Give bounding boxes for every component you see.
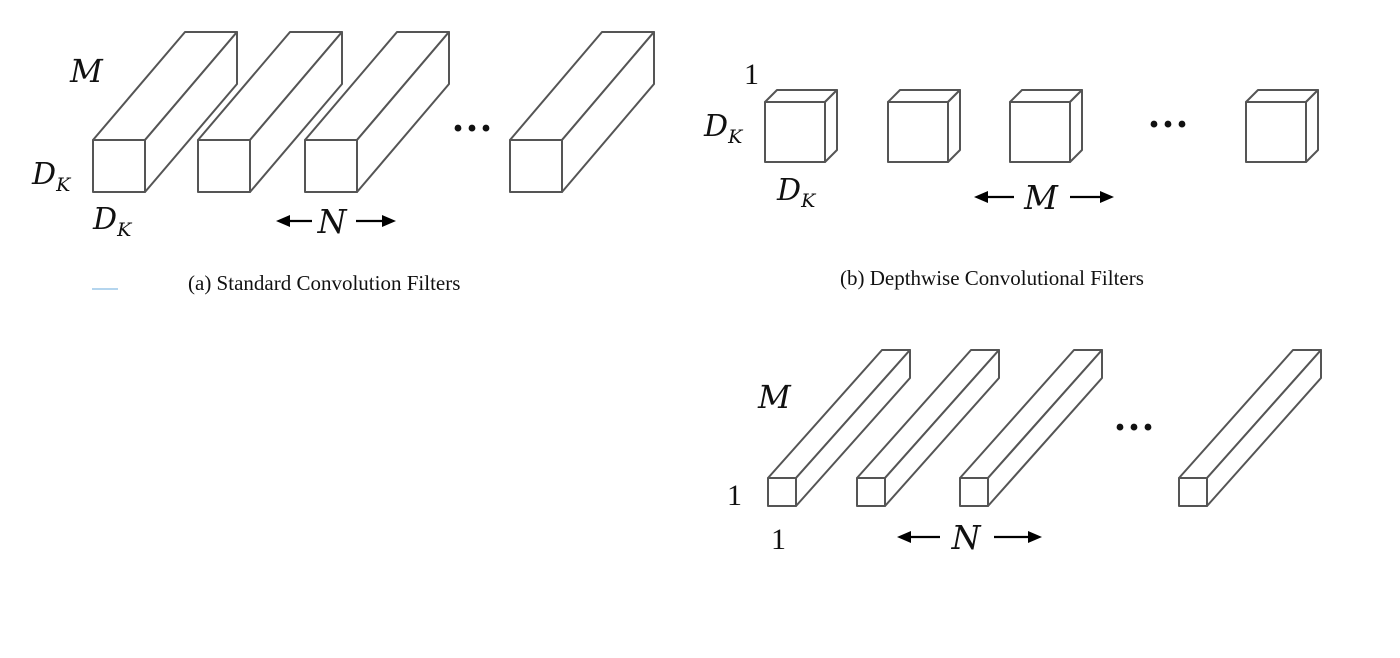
count-label: N: [317, 202, 348, 241]
ellipsis: ···: [451, 106, 493, 152]
count-arrow-right: [994, 531, 1042, 543]
filter-box: [304, 31, 450, 193]
panel-standard-convolution: ··· M DK DK N (a) Standard Convolution F…: [31, 31, 655, 295]
count-arrow-right: [356, 215, 396, 227]
filter-box: [92, 31, 238, 193]
height-label: DK: [703, 109, 744, 148]
width-label: DK: [92, 202, 133, 241]
filter-box: [197, 31, 343, 193]
panel-b-caption: (b) Depthwise Convolutional Filters: [840, 266, 1144, 290]
count-arrow-right: [1070, 191, 1114, 203]
count-label: M: [1023, 178, 1059, 217]
height-label: DK: [31, 157, 72, 196]
filter-column: [959, 349, 1103, 507]
panel-a-caption: (a) Standard Convolution Filters: [188, 271, 460, 295]
panel-depthwise-convolution: ··· 1 DK DK M (b) Depthwise Convolutiona…: [703, 58, 1319, 290]
height-label: 1: [727, 479, 742, 512]
filter-column: [767, 349, 911, 507]
count-arrow-left: [897, 531, 940, 543]
panel-pointwise-convolution: ··· M 1 1 N: [727, 349, 1322, 557]
filter-cube: [764, 89, 838, 163]
depth-label: M: [757, 378, 792, 416]
filter-box: [509, 31, 655, 193]
filter-column: [856, 349, 1000, 507]
count-arrow-left: [974, 191, 1014, 203]
depth-label: M: [69, 52, 104, 90]
ellipsis: ···: [1147, 102, 1189, 148]
filter-cube: [887, 89, 961, 163]
count-arrow-left: [276, 215, 312, 227]
filter-cube: [1245, 89, 1319, 163]
count-label: N: [951, 518, 982, 557]
width-label: 1: [771, 523, 786, 556]
width-label: DK: [776, 173, 817, 212]
ellipsis: ···: [1113, 405, 1155, 451]
filter-column: [1178, 349, 1322, 507]
depth-label: 1: [744, 58, 759, 91]
filter-cube: [1009, 89, 1083, 163]
